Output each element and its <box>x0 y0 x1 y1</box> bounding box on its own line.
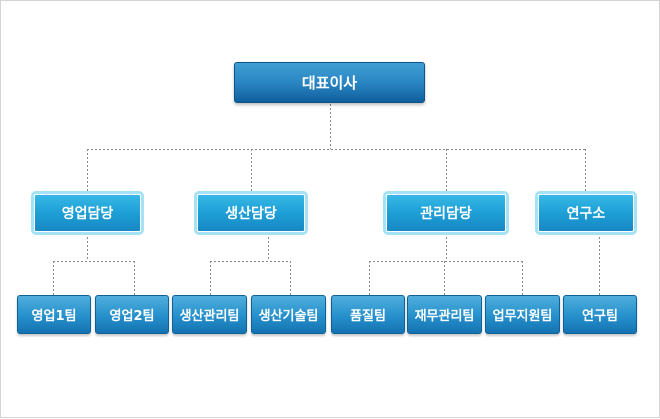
node-team-sales-2: 영업2팀 <box>95 295 169 334</box>
node-team-quality: 품질팀 <box>331 295 405 334</box>
node-team-research: 연구팀 <box>563 295 637 334</box>
node-ceo: 대표이사 <box>234 62 425 103</box>
node-team-production-management: 생산관리팀 <box>172 295 247 334</box>
node-team-production-technology: 생산기술팀 <box>251 295 326 334</box>
node-team-business-support: 업무지원팀 <box>485 295 560 334</box>
node-team-finance: 재무관리팀 <box>407 295 482 334</box>
node-division-research: 연구소 <box>535 191 637 235</box>
node-division-admin: 관리담당 <box>383 191 509 235</box>
node-team-sales-1: 영업1팀 <box>17 295 91 334</box>
node-division-production: 생산담당 <box>194 191 308 235</box>
node-division-sales: 영업담당 <box>31 191 144 235</box>
